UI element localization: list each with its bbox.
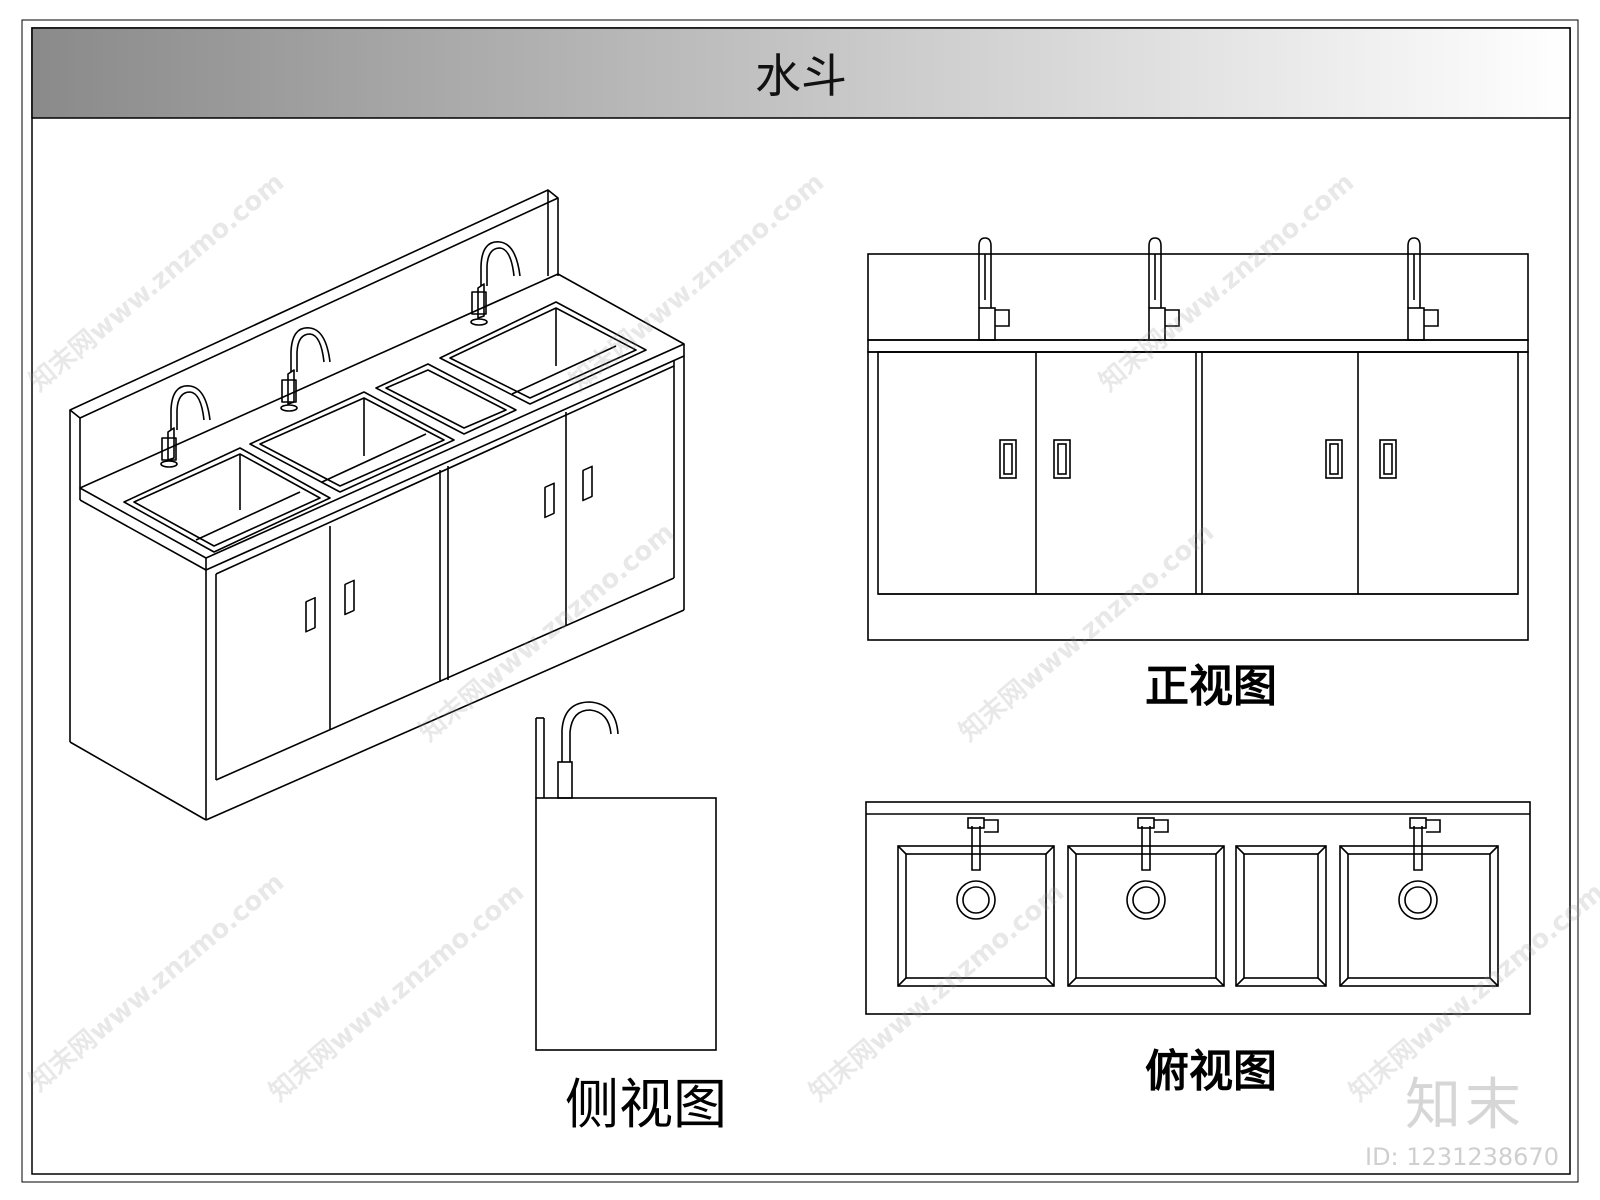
top-outline bbox=[865, 801, 1531, 1015]
watermark-brand: 知末 bbox=[1405, 1073, 1525, 1138]
front-view-label: 正视图 bbox=[1145, 661, 1277, 712]
title-bar bbox=[31, 27, 1571, 119]
iso-cabinet bbox=[69, 356, 685, 821]
iso-faucet-2 bbox=[280, 327, 331, 412]
front-view bbox=[867, 237, 1529, 641]
watermark-id: ID: 1231238670 bbox=[1365, 1143, 1559, 1171]
top-sink-2 bbox=[1067, 817, 1225, 987]
side-faucet bbox=[557, 701, 619, 799]
front-counter-edge bbox=[867, 339, 1529, 353]
top-sink-1 bbox=[897, 817, 1055, 987]
iso-sink-3 bbox=[439, 301, 647, 405]
iso-faucet-1 bbox=[160, 385, 211, 468]
iso-countertop bbox=[79, 273, 685, 571]
iso-backsplash bbox=[69, 189, 559, 742]
front-door-handles bbox=[999, 439, 1397, 479]
side-view bbox=[535, 701, 717, 1051]
side-view-label: 侧视图 bbox=[565, 1073, 727, 1136]
side-cabinet bbox=[535, 797, 717, 1051]
front-backsplash bbox=[867, 253, 1529, 341]
iso-faucet-3 bbox=[470, 241, 521, 326]
top-view bbox=[865, 801, 1531, 1015]
isometric-view bbox=[69, 189, 685, 821]
front-doors-frame bbox=[877, 351, 1519, 595]
drawing-frame bbox=[21, 19, 1579, 1183]
front-faucet-2 bbox=[1148, 237, 1180, 341]
top-sink-3 bbox=[1339, 817, 1499, 987]
top-view-label: 俯视图 bbox=[1145, 1046, 1277, 1097]
front-faucet-1 bbox=[978, 237, 1010, 341]
iso-sink-1 bbox=[123, 447, 331, 553]
top-drainboard bbox=[1235, 845, 1327, 987]
front-faucet-3 bbox=[1407, 237, 1439, 341]
iso-sink-2 bbox=[249, 391, 455, 493]
front-cabinet-body bbox=[867, 351, 1529, 641]
iso-drainboard bbox=[375, 363, 517, 435]
drawing-title: 水斗 bbox=[755, 49, 847, 103]
